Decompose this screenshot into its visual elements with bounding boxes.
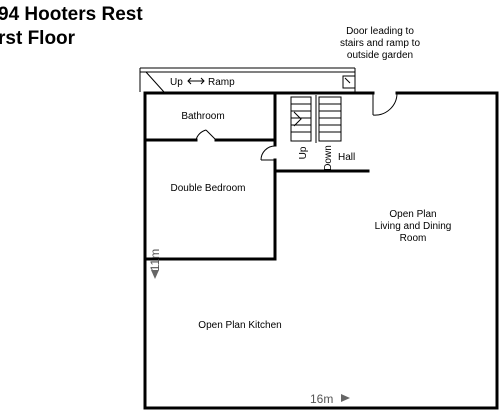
stairs <box>290 95 342 143</box>
ramp-label: Ramp <box>208 77 235 88</box>
right-arrow-icon <box>341 394 350 402</box>
hall-label: Hall <box>338 152 355 163</box>
down-arrow-icon <box>151 270 159 279</box>
ramp-landing <box>342 75 356 89</box>
bathroom-door <box>195 129 217 141</box>
door-note-line-2: stairs and ramp to <box>340 38 420 49</box>
open-plan-kitchen-label: Open Plan Kitchen <box>198 320 281 331</box>
double-arrow-icon <box>187 77 205 85</box>
bathroom-label: Bathroom <box>181 111 224 122</box>
open-plan-living-label: Open Plan Living and Dining Room <box>375 209 452 244</box>
note-pointer <box>344 77 351 84</box>
ramp-diagonal <box>145 71 165 93</box>
double-bedroom-label: Double Bedroom <box>170 183 245 194</box>
outer-wall <box>143 91 499 410</box>
stairs-down-label: Down <box>323 145 334 171</box>
property-title: 94 Hooters Rest <box>0 4 143 25</box>
height-dimension-label: 11m <box>148 249 162 271</box>
door-note-line-1: Door leading to <box>346 26 414 37</box>
door-note-line-3: outside garden <box>347 50 413 61</box>
external-door <box>372 92 398 116</box>
door-note: Door leading to stairs and ramp to outsi… <box>340 26 420 61</box>
bedroom-wall <box>143 158 277 261</box>
floor-title: rst Floor <box>0 28 76 49</box>
living-line-1: Open Plan <box>389 209 436 220</box>
living-line-2: Living and Dining <box>375 221 452 232</box>
ramp-strip: Up Ramp <box>139 67 356 93</box>
bathroom-wall <box>143 91 277 147</box>
stairs-up-label: Up <box>298 146 309 159</box>
bedroom-door <box>260 145 276 161</box>
width-dimension-label: 16m <box>310 392 333 406</box>
ramp-up-label: Up <box>170 77 183 88</box>
living-line-3: Room <box>400 233 427 244</box>
